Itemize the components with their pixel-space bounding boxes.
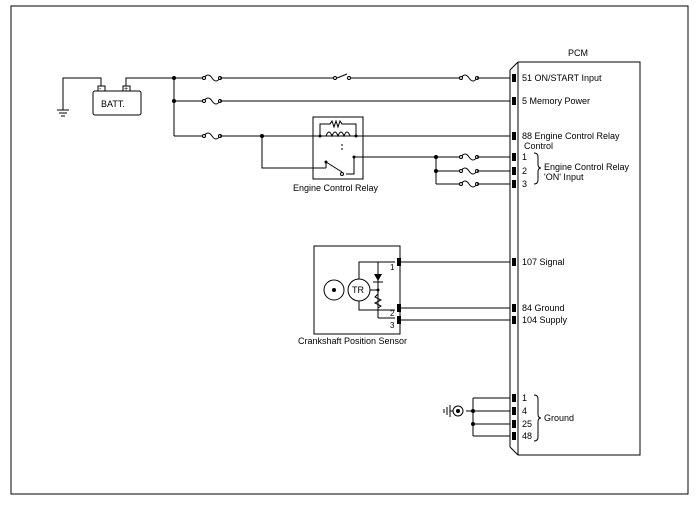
- battery: BATT. - +: [92, 85, 142, 116]
- pin-label-on-2: 2: [522, 166, 527, 176]
- pin-label-supply: 104 Supply: [522, 315, 568, 325]
- battery-plus-sign: +: [124, 86, 128, 93]
- chassis-ground-icon: [443, 405, 464, 417]
- engine-control-relay: Engine Control Relay: [293, 116, 379, 193]
- relay-coil: [325, 131, 351, 138]
- diagram-frame: [10, 5, 689, 495]
- sensor-pin-1: 1: [390, 263, 395, 272]
- pcm-title: PCM: [568, 48, 588, 58]
- battery-ground: [57, 77, 102, 117]
- fuse-on2: [459, 167, 510, 175]
- pin-label-ground-4: 4: [522, 406, 527, 416]
- ground-bus: [466, 397, 510, 437]
- pin-label-ground-1: 1: [522, 393, 527, 403]
- pin-label-signal: 107 Signal: [522, 257, 565, 267]
- on-input-brace: [533, 152, 542, 185]
- ground-group-label: Ground: [544, 413, 574, 423]
- sensor-pin-2: 2: [390, 309, 395, 318]
- pin-label-memory-power: 5 Memory Power: [522, 96, 590, 106]
- pin-label-ground-25: 25: [522, 419, 532, 429]
- pcm-connectors: [512, 74, 516, 440]
- wire-ecr-control: [174, 132, 510, 169]
- sensor-tr-label: TR: [352, 285, 364, 295]
- pin-label-on-1: 1: [522, 152, 527, 162]
- pcm-module: PCM: [509, 48, 641, 456]
- reluctor-wheel: [323, 279, 345, 301]
- sensor-pin-3: 3: [390, 321, 395, 330]
- battery-minus-sign: -: [99, 86, 102, 93]
- wire-relay-output: [352, 155, 461, 185]
- crankshaft-position-sensor: TR 1 2 3 Crankshaft Position Sensor: [298, 245, 407, 346]
- battery-body: [92, 90, 142, 116]
- pin-label-ground-84: 84 Ground: [522, 303, 565, 313]
- relay-label: Engine Control Relay: [293, 183, 379, 193]
- battery-label: BATT.: [101, 99, 125, 109]
- pin-label-on-3: 3: [522, 179, 527, 189]
- on-input-group-label-cont: 'ON' Input: [544, 172, 584, 182]
- pin-label-ecr-control: 88 Engine Control Relay: [522, 131, 620, 141]
- pin-label-on-start: 51 ON/START Input: [522, 73, 602, 83]
- wire-memory-power: [174, 97, 510, 105]
- fuse-on1: [459, 153, 510, 161]
- fuse-on3: [459, 180, 510, 188]
- relay-box: [312, 116, 364, 180]
- wire-on-start: [174, 73, 510, 82]
- pin-label-ground-48: 48: [522, 431, 532, 441]
- on-input-group-label: Engine Control Relay: [544, 162, 630, 172]
- battery-feed-wire: [125, 77, 174, 86]
- pin-label-ecr-control-cont: Control: [524, 141, 553, 151]
- ground-brace: [533, 394, 542, 442]
- sensor-label: Crankshaft Position Sensor: [298, 336, 407, 346]
- sensor-box: [313, 245, 401, 335]
